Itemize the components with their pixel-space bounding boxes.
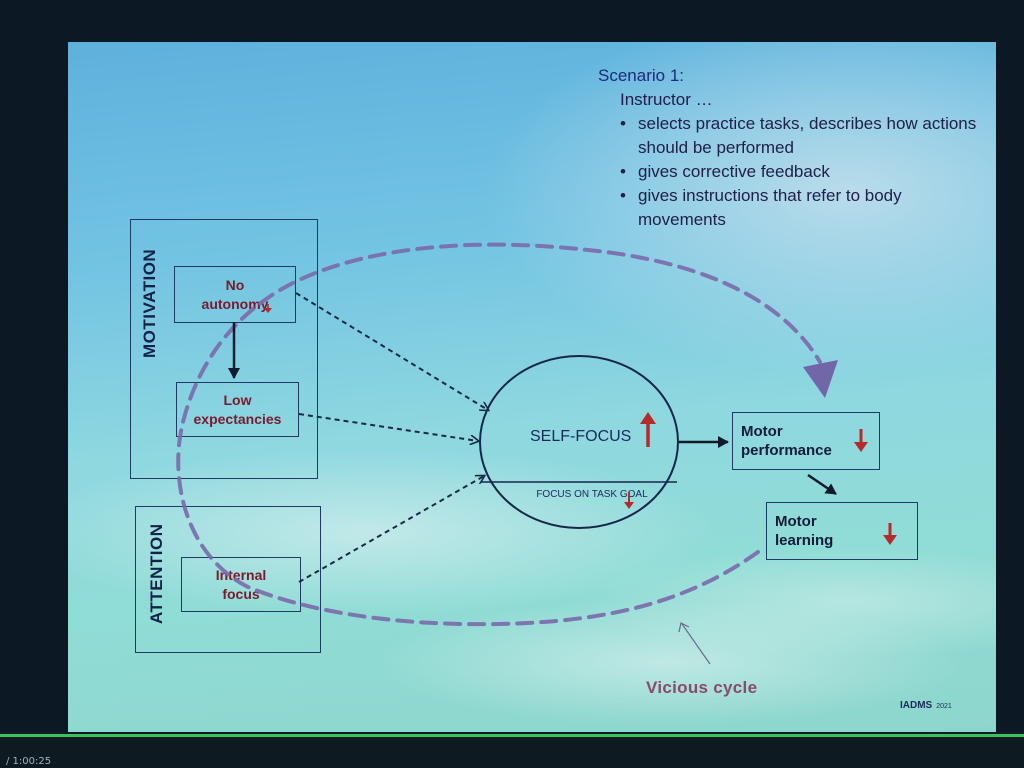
video-player-bar bbox=[0, 733, 1024, 768]
scenario-bullet: selects practice tasks, describes how ac… bbox=[620, 112, 988, 160]
down-arrow-icon bbox=[264, 304, 272, 313]
motor-performance-label: Motor performance bbox=[741, 423, 832, 459]
scenario-bullet: gives instructions that refer to body mo… bbox=[620, 184, 988, 232]
attention-panel bbox=[135, 506, 321, 653]
scenario-bullet: gives corrective feedback bbox=[620, 160, 988, 184]
video-timestamp: / 1:00:25 bbox=[6, 756, 52, 767]
arrow-no-autonomy-to-self-focus bbox=[295, 292, 488, 410]
logo-year: 2021 bbox=[936, 703, 952, 710]
focus-task-goal-label: FOCUS ON TASK GOAL bbox=[536, 489, 648, 500]
arrow-motor-performance-to-motor-learning bbox=[807, 473, 837, 496]
down-arrow-icon bbox=[854, 429, 868, 452]
diagram-graphics bbox=[176, 242, 897, 665]
internal-focus-label: Internal focus bbox=[215, 566, 267, 602]
presentation-slide: Scenario 1: Instructor … selects practic… bbox=[68, 42, 996, 732]
scenario-subtitle: Instructor … bbox=[620, 90, 713, 109]
internal-focus-box: Internal focus bbox=[181, 557, 301, 612]
arrow-internal-focus-to-self-focus bbox=[298, 476, 484, 583]
motor-learning-box: Motor learning bbox=[766, 502, 918, 560]
motor-learning-label: Motor learning bbox=[775, 513, 834, 549]
scenario-text: Scenario 1: Instructor … selects practic… bbox=[598, 64, 988, 232]
self-focus-label: SELF-FOCUS bbox=[530, 428, 632, 445]
down-arrow-icon bbox=[624, 492, 634, 509]
low-expectancies-label: Low expectancies bbox=[193, 391, 282, 427]
vicious-cycle-label: Vicious cycle bbox=[646, 678, 758, 697]
vicious-cycle-pointer bbox=[681, 623, 711, 665]
scenario-title: Scenario 1: bbox=[598, 66, 684, 85]
down-arrow-icon bbox=[883, 523, 897, 545]
logo-name: IADMS bbox=[900, 700, 933, 711]
up-arrow-icon bbox=[640, 412, 656, 447]
scenario-bullets: selects practice tasks, describes how ac… bbox=[598, 112, 988, 232]
vicious-cycle-loop bbox=[176, 242, 822, 627]
low-expectancies-box: Low expectancies bbox=[176, 382, 299, 437]
arrow-low-expectancies-to-self-focus bbox=[298, 413, 478, 441]
vicious-cycle-arrowhead bbox=[803, 360, 838, 398]
motor-performance-box: Motor performance bbox=[732, 412, 880, 470]
video-progress-bar[interactable] bbox=[0, 734, 1024, 737]
motivation-panel bbox=[130, 219, 318, 479]
